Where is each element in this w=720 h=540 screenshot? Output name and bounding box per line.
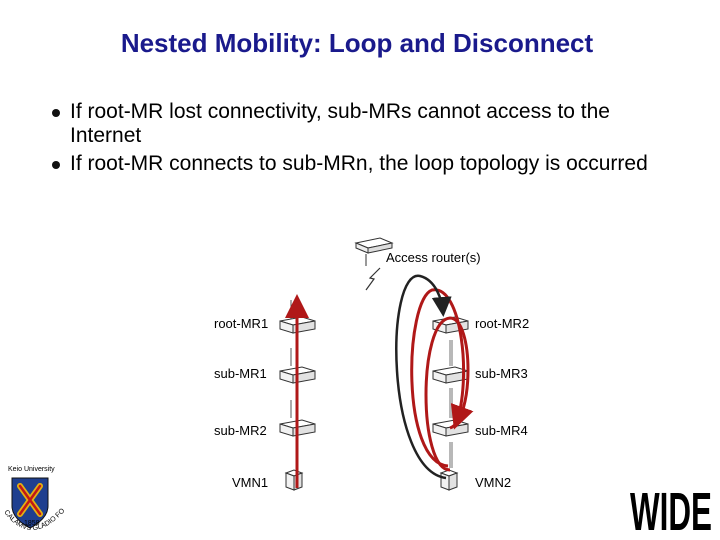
wide-logo: WIDE: [630, 482, 712, 540]
bullet-list: If root-MR lost connectivity, sub-MRs ca…: [52, 100, 672, 180]
host-label: VMN1: [232, 475, 268, 490]
link-bar: [449, 388, 453, 418]
university-name: Keio University: [8, 466, 55, 473]
wireless-link-icon: [365, 267, 381, 291]
link-bar: [449, 442, 453, 468]
university-year: 1858: [24, 520, 40, 527]
loop-arrow: [424, 316, 470, 472]
host-icon: [439, 469, 459, 491]
bullet-dot-icon: [52, 161, 60, 169]
bullet-item: If root-MR connects to sub-MRn, the loop…: [52, 152, 672, 176]
router-label: sub-MR3: [475, 366, 528, 381]
router-label: sub-MR1: [214, 366, 267, 381]
link-bar: [449, 340, 453, 366]
loop-arrow: [410, 288, 474, 468]
university-motto: CALAMVS GLADIO FORTIOR: [0, 0, 67, 532]
keio-university-logo: Keio University 1858 CALAMVS GLADIO FORT…: [0, 0, 67, 532]
router-label: sub-MR2: [214, 423, 267, 438]
slide-title: Nested Mobility: Loop and Disconnect: [120, 28, 594, 58]
return-arrow: [395, 274, 452, 480]
router-label: root-MR1: [214, 316, 268, 331]
router-label: root-MR2: [475, 316, 529, 331]
bullet-text: If root-MR lost connectivity, sub-MRs ca…: [70, 100, 610, 147]
host-icon: [284, 469, 304, 491]
bullet-item: If root-MR lost connectivity, sub-MRs ca…: [52, 100, 672, 148]
bullet-dot-icon: [52, 109, 60, 117]
bullet-text: If root-MR connects to sub-MRn, the loop…: [70, 152, 648, 175]
access-router-label: Access router(s): [386, 250, 481, 265]
access-router-icon: [354, 237, 394, 266]
host-label: VMN2: [475, 475, 511, 490]
router-label: sub-MR4: [475, 423, 528, 438]
